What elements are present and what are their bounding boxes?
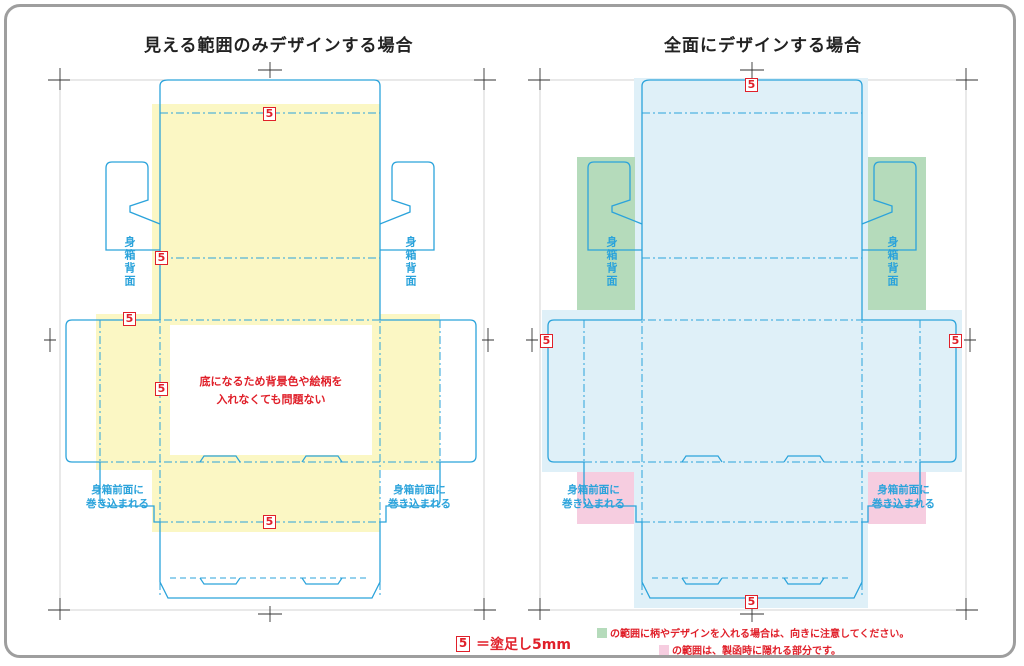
full-area-flaps	[542, 310, 962, 472]
title-visible-only: 見える範囲のみデザインする場合	[144, 36, 414, 56]
left-diagram	[44, 62, 496, 622]
label-side-back-left: 身箱背面	[123, 236, 136, 288]
pink-swatch	[659, 644, 669, 655]
bleed-badge: 5	[123, 312, 136, 326]
green-area-left	[577, 157, 635, 310]
label-wrap-front-left: 身箱前面に巻き込まれる	[86, 484, 149, 510]
bleed-badge: 5	[745, 595, 758, 609]
pink-area-left	[577, 472, 634, 524]
right-diagram	[526, 62, 978, 622]
bleed-badge: 5	[263, 515, 276, 529]
label-side-back-right: 身箱背面	[404, 236, 417, 288]
bottom-white-area	[170, 325, 372, 455]
legend-green-note: の範囲に柄やデザインを入れる場合は、向きに注意してください。	[597, 625, 909, 640]
bleed-badge: 5	[263, 107, 276, 121]
legend-pink-note: の範囲は、製函時に隠れる部分です。	[659, 642, 841, 657]
title-full-design: 全面にデザインする場合	[664, 36, 862, 56]
bleed-badge: 5	[155, 382, 168, 396]
green-swatch	[597, 627, 607, 638]
bottom-note: 底になるため背景色や絵柄を入れなくても問題ない	[199, 375, 343, 406]
legend-bleed-text: ＝塗足し5mm	[476, 637, 571, 653]
label-wrap-front-right-2: 身箱前面に巻き込まれる	[872, 484, 935, 510]
legend-bleed: 5 ＝塗足し5mm	[456, 634, 571, 654]
label-wrap-front-left-2: 身箱前面に巻き込まれる	[562, 484, 625, 510]
label-side-back-left-2: 身箱背面	[605, 236, 618, 288]
bleed-badge: 5	[155, 251, 168, 265]
label-wrap-front-right: 身箱前面に巻き込まれる	[388, 484, 451, 510]
bleed-badge: 5	[745, 78, 758, 92]
label-side-back-right-2: 身箱背面	[886, 236, 899, 288]
bleed-badge: 5	[949, 334, 962, 348]
bleed-badge: 5	[540, 334, 553, 348]
bleed-badge: 5	[456, 636, 470, 652]
pink-area-right	[868, 472, 926, 524]
